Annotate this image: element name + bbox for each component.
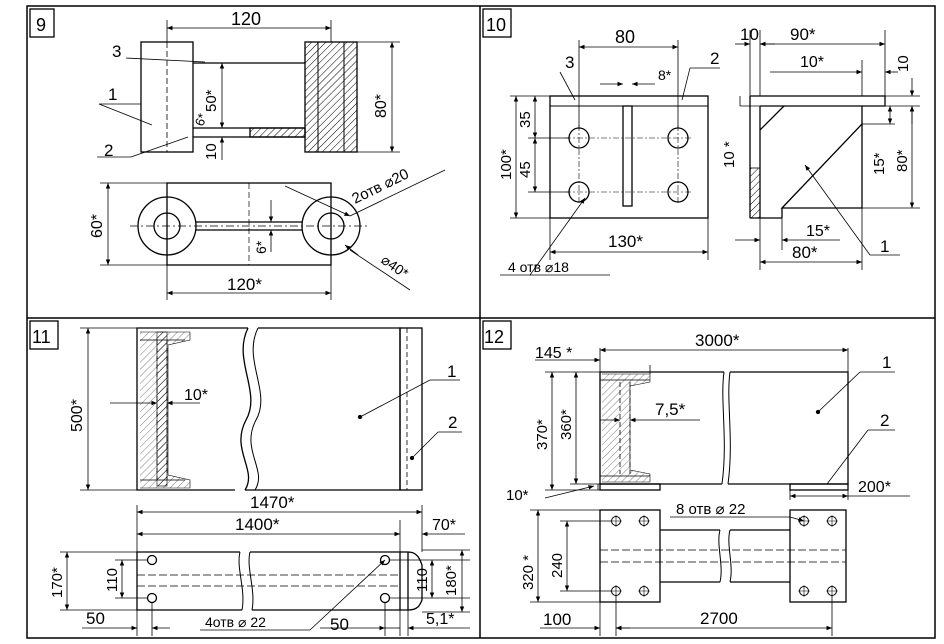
p9-dim-6b: 6* [253,240,269,254]
p10-label-2: 2 [710,49,719,68]
p11-plan-left [136,551,242,611]
p10-dim-10a: 10 [740,25,759,44]
p9-dim-120-top: 120 [231,9,261,29]
p10-front-plate [549,95,709,219]
p9-dim-120-bottom: 120* [227,275,262,294]
p10-dim-80r: 80* [894,149,911,172]
p9-dim-d40: ⌀40* [378,251,412,281]
p12-dim-370: 370* [534,419,551,450]
panel-9: 9 120 80* 50* 6* 10 3 1 [29,8,446,300]
p11-hole-2 [146,592,158,604]
p12-beam-left [599,371,724,485]
p12-dim-10: 10* [506,487,529,504]
p12-dim-145: 145 * [535,345,572,362]
panel-12: 12 145 * 3000* 370* 360* 7,5* 10* [482,320,910,636]
p9-right-hatch [305,42,357,152]
p10-dim-90: 90* [790,25,816,44]
p11-beam-right [245,327,401,491]
p12-holes-note: 8 отв ⌀ 22 [676,501,745,518]
p10-dim-35: 35 [517,111,534,128]
sheet-frame [26,5,936,639]
panel-10-number: 10 [486,15,506,35]
p11-dim-170: 170* [49,567,66,598]
p10-dim-130: 130* [608,232,643,251]
p9-dim-10: 10 [203,143,220,160]
p11-dim-180: 180* [443,565,460,596]
p12-label-2: 2 [880,411,889,430]
p10-dim-8: 8* [658,67,672,83]
p10-dim-45: 45 [517,161,534,178]
p10-dim-10d: 10 * [721,141,738,168]
p11-hole-1 [146,554,158,566]
p9-label-1: 1 [108,85,117,104]
p10-dim-100: 100* [498,149,515,180]
p10-dim-15b: 15* [806,223,830,240]
p10-dim-10c: 10 [895,55,912,72]
p10-side-gusset [780,122,863,209]
panel-9-number: 9 [36,15,46,35]
p9-dim-50: 50* [203,89,220,112]
p12-left-plate [599,509,661,603]
p10-dim-15r: 15* [871,152,888,175]
p12-dim-3000: 3000* [695,331,740,350]
p12-dim-320: 320 * [520,555,537,590]
p9-label-2: 2 [104,141,113,160]
p12-beam-right [728,371,849,485]
p10-dim-80b: 80* [792,243,818,262]
p10-label-1: 1 [880,237,889,256]
p12-dim-240: 240 [549,553,566,578]
p9-label-3: 3 [112,42,121,61]
p11-end-plate [399,327,423,491]
panel-11: 11 500* 10* 1 2 1470* [29,320,470,636]
p12-dim-360: 360* [558,409,575,440]
p11-label-2: 2 [448,413,457,432]
p11-dim-5-1: 5,1* [426,611,454,628]
p9-dim-6: 6* [192,111,210,128]
p12-dim-7-5: 7,5* [655,400,686,419]
p11-holes-note: 4отв ⌀ 22 [205,614,266,630]
p11-plan-right [250,551,401,611]
p11-dim-110-right: 110 [414,568,431,592]
p12-dim-2700: 2700 [700,609,738,628]
p10-dim-80: 80 [615,27,635,47]
p12-right-plate [789,509,847,603]
panel-12-number: 12 [484,327,504,347]
p9-dim-80: 80* [373,94,390,118]
p11-hole-4 [379,592,391,604]
panel-11-number: 11 [32,327,51,347]
panel-10: 10 80 8* 3 2 35 45 [482,8,920,276]
p11-dim-50-right: 50 [330,615,349,634]
p11-dim-1470: 1470* [250,493,295,512]
p12-label-1: 1 [882,353,891,372]
p11-dim-110-left: 110 [104,568,121,592]
p11-dim-70: 70* [432,517,456,534]
p11-beam-left [136,327,248,491]
p9-dim-60: 60* [89,214,106,238]
p10-label-3: 3 [565,53,574,72]
p10-dim-10b: 10* [800,54,824,71]
p12-dim-200: 200* [858,479,891,496]
p12-dim-100: 100 [543,610,571,629]
p11-dim-1400: 1400* [235,515,280,534]
p9-plate-hatch [249,127,306,138]
p11-dim-50-left: 50 [86,609,105,628]
p11-dim-500: 500* [69,399,86,432]
p10-holes-note: 4 отв ⌀18 [508,259,569,275]
p10-rib [622,105,633,207]
p11-dim-10: 10* [184,387,208,404]
p11-label-1: 1 [447,362,456,381]
